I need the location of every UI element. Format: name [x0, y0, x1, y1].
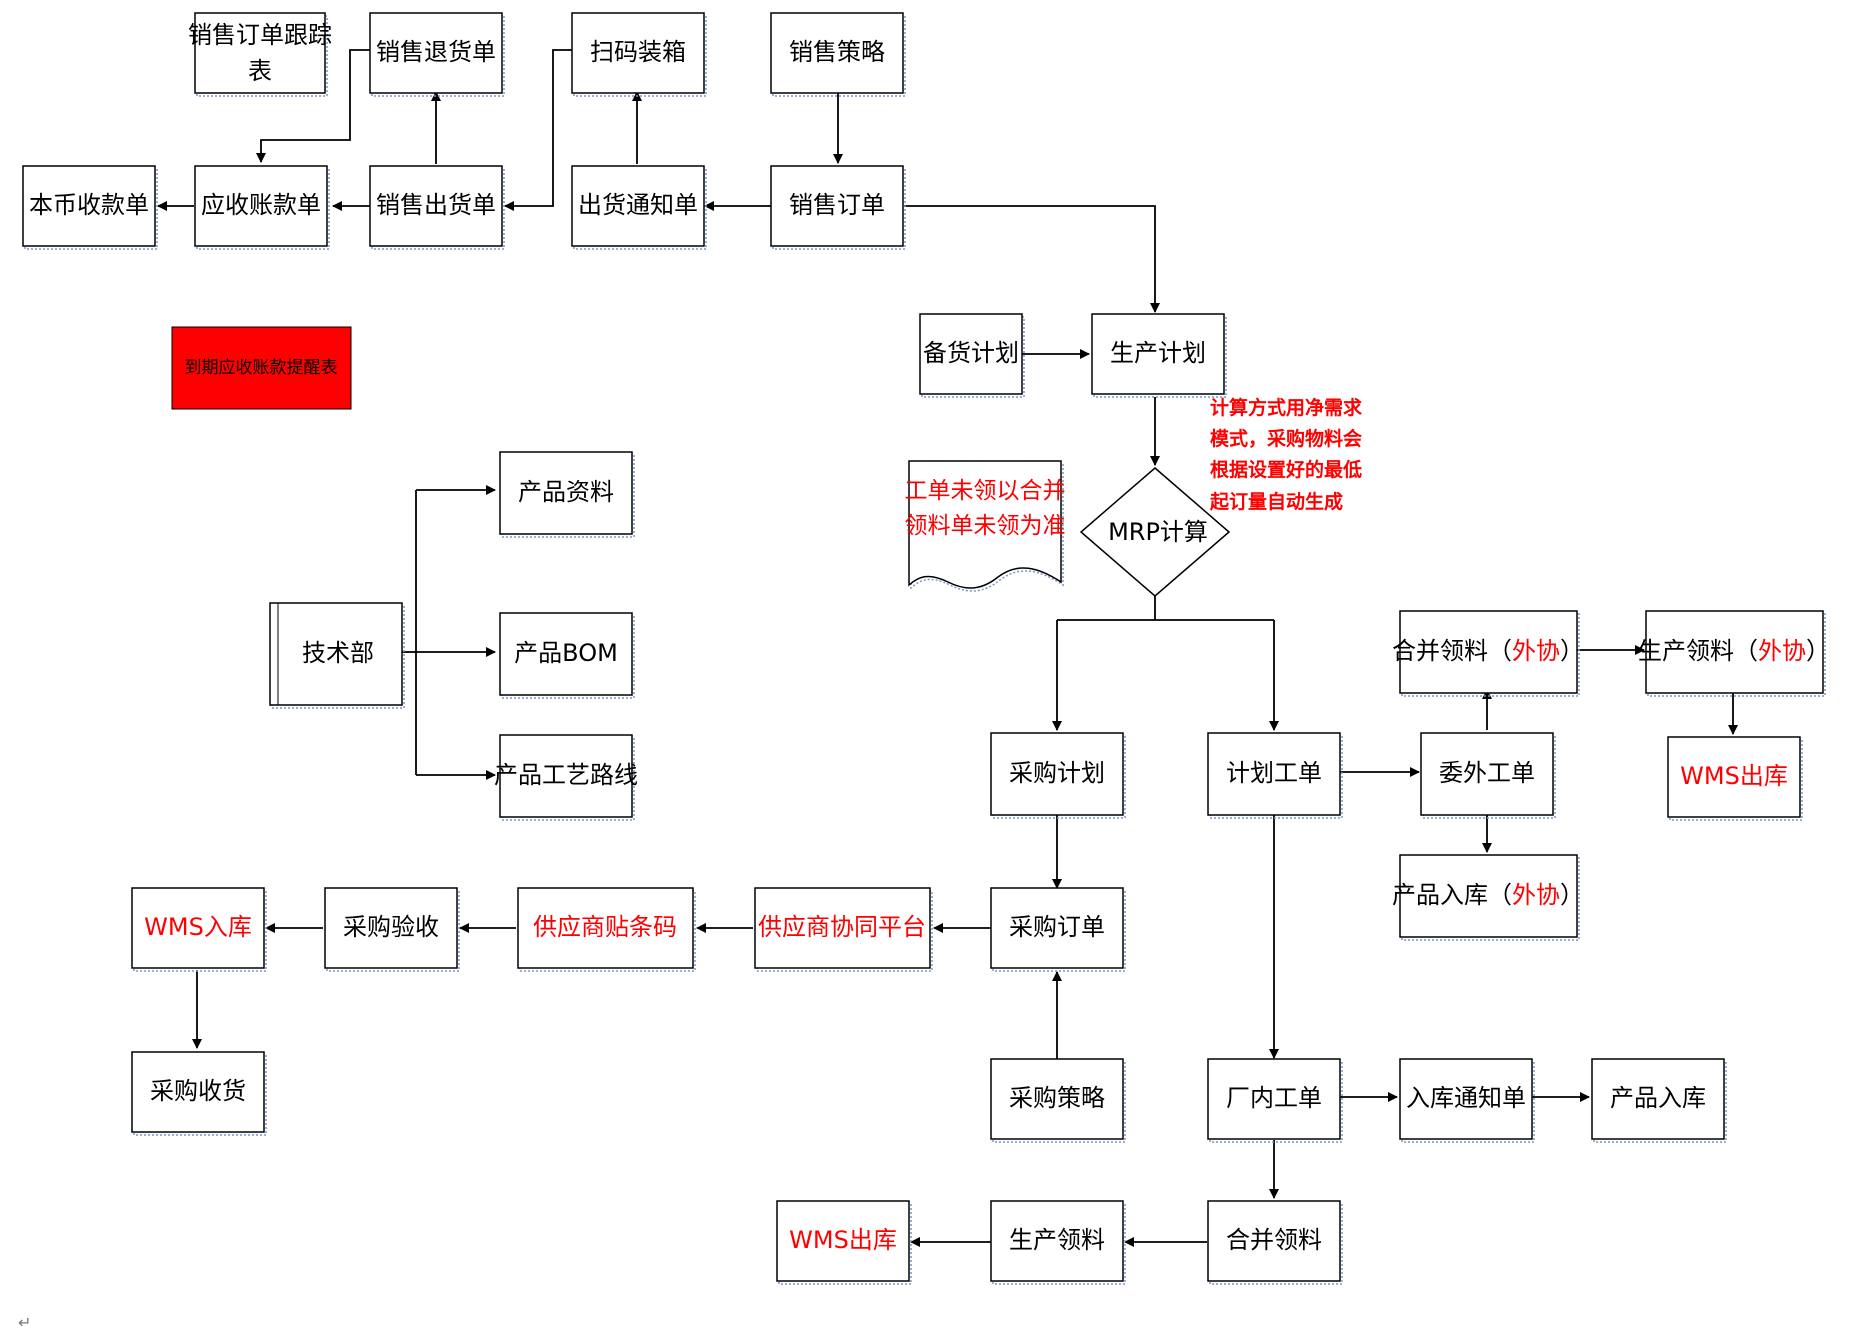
node-product-bom[interactable]: 产品BOM: [499, 612, 635, 699]
node-label: 采购计划: [1009, 759, 1105, 787]
node-label: 供应商协同平台: [758, 913, 926, 941]
node-supplier-platform[interactable]: 供应商协同平台: [754, 887, 933, 972]
svg-text:模式，采购物料会: 模式，采购物料会: [1210, 427, 1362, 450]
node-label: 产品入库: [1610, 1084, 1706, 1112]
node-label: WMS入库: [144, 913, 252, 941]
node-label: MRP计算: [1108, 518, 1208, 546]
node-ship-notice[interactable]: 出货通知单: [571, 165, 707, 250]
node-prod-in[interactable]: 产品入库: [1591, 1058, 1727, 1143]
doc-note: 工单未领以合并 领料单未领为准: [905, 460, 1066, 592]
node-label: 产品工艺路线: [494, 761, 638, 789]
node-label: 供应商贴条码: [533, 913, 677, 941]
node-subcontract-wo[interactable]: 委外工单: [1420, 732, 1556, 819]
node-wms-out-2[interactable]: WMS出库: [776, 1200, 912, 1285]
node-sales-out[interactable]: 销售出货单: [369, 165, 505, 250]
node-purchase-check[interactable]: 采购验收: [324, 887, 460, 972]
node-label: 生产领料: [1009, 1226, 1105, 1254]
node-label: 备货计划: [923, 339, 1019, 367]
node-purchase-plan[interactable]: 采购计划: [990, 732, 1126, 819]
node-prod-in-out[interactable]: 产品入库（外协）: [1392, 854, 1584, 941]
node-stock-plan[interactable]: 备货计划: [919, 313, 1025, 398]
return-mark: ↵: [18, 1313, 31, 1332]
node-mrp[interactable]: MRP计算: [1079, 467, 1231, 597]
node-label: 销售策略: [789, 38, 885, 66]
node-factory-wo[interactable]: 厂内工单: [1207, 1058, 1343, 1143]
node-label: 到期应收账款提醒表: [185, 358, 338, 378]
mrp-note: 计算方式用净需求 模式，采购物料会 根据设置好的最低 起订量自动生成: [1209, 396, 1363, 513]
node-in-notice[interactable]: 入库通知单: [1399, 1058, 1535, 1143]
node-label: 采购验收: [343, 913, 439, 941]
node-label: 销售退货单: [376, 38, 496, 66]
node-label: 委外工单: [1439, 759, 1535, 787]
node-prod-pick[interactable]: 生产领料: [990, 1200, 1126, 1285]
node-label: 出货通知单: [578, 191, 698, 219]
svg-text:根据设置好的最低: 根据设置好的最低: [1210, 458, 1362, 481]
node-label: 产品BOM: [514, 639, 618, 667]
node-label: WMS出库: [1680, 762, 1788, 790]
node-prod-pick-out[interactable]: 生产领料（外协）: [1638, 610, 1830, 697]
node-plan-wo[interactable]: 计划工单: [1207, 732, 1343, 819]
svg-text:领料单未领为准: 领料单未领为准: [905, 513, 1066, 539]
node-label: 合并领料（外协）: [1392, 637, 1584, 665]
node-label: 入库通知单: [1406, 1084, 1526, 1112]
node-local-receipt[interactable]: 本币收款单: [22, 165, 158, 250]
node-wms-out-1[interactable]: WMS出库: [1667, 736, 1803, 821]
node-due-reminder[interactable]: 到期应收账款提醒表: [171, 326, 352, 410]
node-label: 计划工单: [1226, 759, 1322, 787]
node-product-route[interactable]: 产品工艺路线: [494, 734, 638, 821]
connectors: [157, 49, 1738, 1247]
node-label: 销售订单: [789, 191, 885, 219]
node-purchase-receive[interactable]: 采购收货: [131, 1051, 267, 1136]
node-label: 采购订单: [1009, 913, 1105, 941]
node-supplier-barcode[interactable]: 供应商贴条码: [517, 887, 696, 972]
node-label: 生产计划: [1110, 339, 1206, 367]
node-sales-tracking[interactable]: 销售订单跟踪 表: [188, 12, 332, 97]
svg-text:计算方式用净需求: 计算方式用净需求: [1210, 396, 1363, 419]
node-label: 产品入库（外协）: [1392, 881, 1584, 909]
node-sales-return[interactable]: 销售退货单: [369, 12, 505, 97]
node-purchase-strategy[interactable]: 采购策略: [990, 1058, 1126, 1143]
svg-text:工单未领以合并: 工单未领以合并: [905, 478, 1066, 504]
node-sales-order[interactable]: 销售订单: [770, 165, 906, 250]
node-scan-box[interactable]: 扫码装箱: [571, 12, 707, 97]
svg-text:表: 表: [248, 57, 272, 85]
node-label: 销售订单跟踪: [188, 21, 332, 49]
node-label: 采购收货: [150, 1077, 246, 1105]
node-receivable[interactable]: 应收账款单: [194, 165, 330, 250]
node-prod-plan[interactable]: 生产计划: [1091, 313, 1227, 398]
node-product-info[interactable]: 产品资料: [499, 451, 635, 538]
node-purchase-order[interactable]: 采购订单: [990, 887, 1126, 972]
node-label: 技术部: [302, 639, 374, 667]
node-merge-pick-out[interactable]: 合并领料（外协）: [1392, 610, 1584, 697]
svg-text:起订量自动生成: 起订量自动生成: [1209, 490, 1343, 513]
node-label: WMS出库: [789, 1226, 897, 1254]
node-label: 生产领料（外协）: [1638, 637, 1830, 665]
node-wms-in[interactable]: WMS入库: [131, 887, 267, 972]
node-label: 采购策略: [1009, 1084, 1105, 1112]
node-label: 应收账款单: [201, 191, 321, 219]
node-label: 合并领料: [1226, 1226, 1322, 1254]
node-label: 扫码装箱: [590, 38, 686, 66]
node-tech-dept[interactable]: 技术部: [269, 602, 405, 709]
node-label: 产品资料: [518, 478, 614, 506]
node-sales-strategy[interactable]: 销售策略: [770, 12, 906, 97]
node-label: 销售出货单: [376, 191, 496, 219]
node-label: 本币收款单: [29, 191, 149, 219]
node-label: 厂内工单: [1226, 1084, 1322, 1112]
node-merge-pick[interactable]: 合并领料: [1207, 1200, 1343, 1285]
